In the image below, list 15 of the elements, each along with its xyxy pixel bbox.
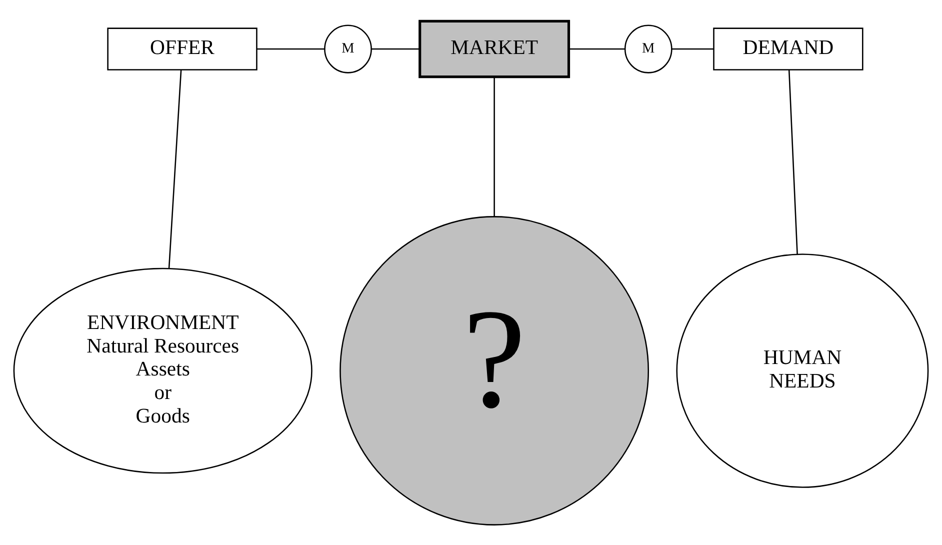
node-box: OFFER	[107, 27, 258, 70]
connector	[494, 76, 495, 216]
connector	[371, 48, 420, 50]
node-circle: M	[624, 24, 672, 73]
connector	[788, 69, 798, 254]
connector	[568, 48, 625, 50]
node-circle: M	[324, 24, 372, 73]
connector	[168, 69, 182, 268]
connector	[672, 48, 714, 50]
node-circle: ?	[340, 216, 650, 525]
node-ellipse: ENVIRONMENT Natural Resources Assets or Goods	[13, 267, 312, 474]
node-circle: HUMAN NEEDS	[676, 253, 929, 488]
connector	[256, 48, 324, 50]
node-box: DEMAND	[713, 27, 864, 70]
node-box: MARKET	[418, 19, 570, 78]
